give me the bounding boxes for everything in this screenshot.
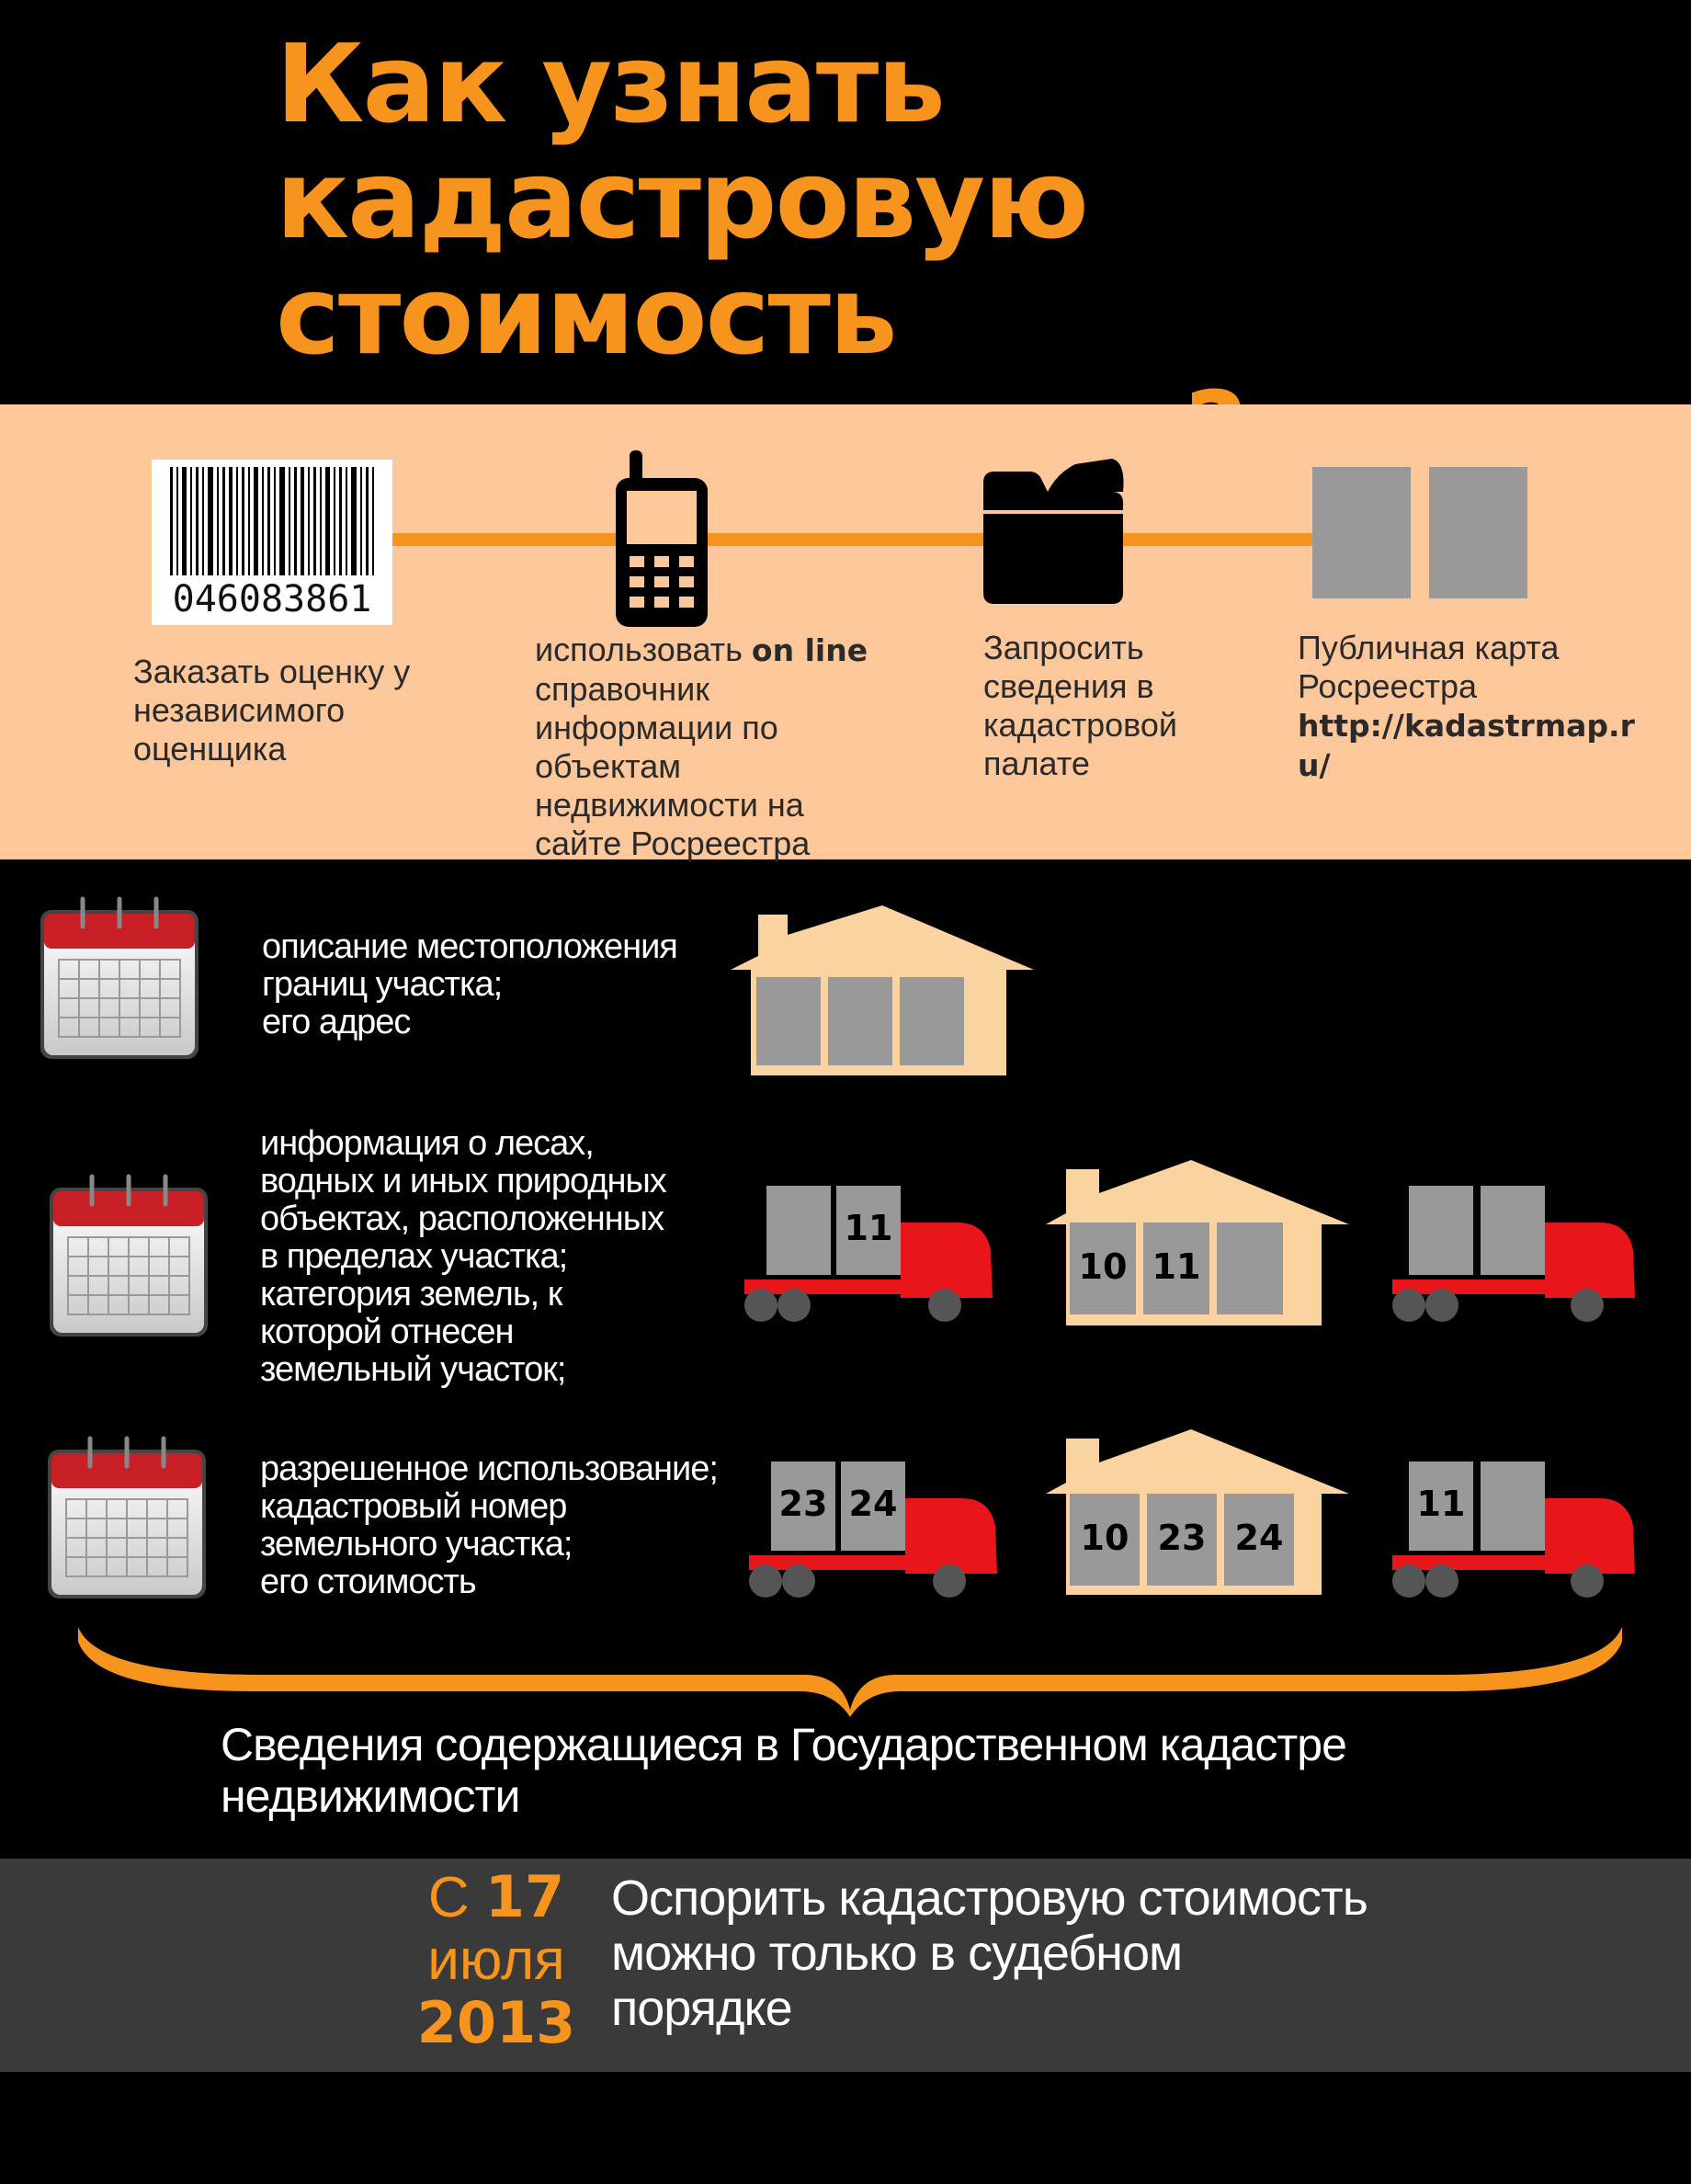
title-line-1: Как узнать кадастровую [276, 20, 1089, 263]
date-line: С 17 [404, 1866, 588, 1929]
date-month: июля [427, 1928, 565, 1992]
truck-shape [1392, 1186, 1635, 1322]
truck-icon: 11 [744, 1186, 1002, 1324]
method-online-line: справочник [535, 670, 709, 708]
house-unit-label: 11 [1152, 1246, 1201, 1287]
method-chamber-line: палате [983, 745, 1090, 782]
row-2-line: земельный участок; [260, 1350, 566, 1389]
map-link[interactable]: http://kadastrmap.r [1298, 706, 1665, 745]
notice-line: порядке [611, 1981, 793, 2036]
truck-cargo-label: 23 [778, 1484, 828, 1524]
method-chamber-line: сведения в [983, 667, 1154, 705]
house-shape [1046, 1429, 1349, 1595]
date-year: 2013 [416, 1989, 576, 2056]
row-3-line: земельного участка; [260, 1525, 573, 1564]
truck-shape [744, 1186, 993, 1322]
method-chamber-line: кадастровой [983, 706, 1177, 744]
method-map-line: Публичная карта [1298, 629, 1560, 666]
method-appraiser: Заказать оценку у независимого оценщика [133, 653, 482, 768]
map-link-part[interactable]: u/ [1298, 747, 1331, 783]
map-block-icon [1312, 467, 1411, 598]
row-1-line: его адрес [262, 1003, 411, 1041]
barcode-bars [170, 467, 374, 575]
row-2-line: объектах, расположенных [260, 1200, 664, 1238]
method-map-line: Росреестра [1298, 667, 1478, 705]
row-2-text: информация о лесах, водных и иных природ… [260, 1125, 738, 1389]
mobile-phone-icon [616, 450, 708, 627]
title-line-2: стоимость [276, 252, 898, 379]
truck-icon: 11 [1392, 1462, 1640, 1599]
calendar-icon [28, 890, 211, 1074]
notice-band [0, 1859, 1691, 2072]
method-online-line: информации по [535, 709, 778, 746]
house-unit-label: 10 [1080, 1518, 1129, 1558]
method-online-line: использовать on line [535, 631, 921, 670]
house-unit-label: 23 [1157, 1518, 1207, 1558]
row-1-text: описание местоположения границ участка; … [262, 928, 740, 1041]
method-online-line: объектам [535, 747, 681, 785]
summary-line: недвижимости [221, 1770, 520, 1822]
truck-shape [749, 1462, 997, 1598]
truck-icon [1392, 1186, 1640, 1324]
method-appraiser-line: Заказать оценку у [133, 653, 411, 690]
row-2-line: в пределах участка; [260, 1237, 568, 1276]
house-shape [1046, 1160, 1349, 1325]
method-online: использовать on line справочник информац… [535, 631, 921, 863]
row-1-line: границ участка; [262, 965, 503, 1004]
notice-line: Оспорить кадастровую стоимость [611, 1871, 1368, 1926]
curly-brace-icon [78, 1627, 1622, 1717]
notice-text: Оспорить кадастровую стоимость можно тол… [611, 1871, 1650, 2036]
row-1-line: описание местоположения [262, 927, 678, 966]
house-icon: 10 23 24 [1046, 1429, 1349, 1595]
summary-line: Сведения содержащиеся в Государственном … [221, 1719, 1347, 1770]
truck-cargo-label: 24 [848, 1484, 898, 1524]
house-icon: 10 11 [1046, 1160, 1349, 1325]
row-3-line: разрешенное использование; [260, 1450, 719, 1488]
house-unit-label: 24 [1234, 1518, 1284, 1558]
date-prefix: С [427, 1866, 470, 1929]
row-3-line: его стоимость [260, 1563, 477, 1601]
map-block-icon [1429, 467, 1527, 598]
calendar-icon [35, 1429, 219, 1613]
truck-cargo-label: 11 [1416, 1484, 1466, 1524]
date-block: С 17 июля 2013 [404, 1866, 588, 2055]
row-2-line: категория земель, к [260, 1275, 562, 1314]
house-icon [731, 905, 1034, 1075]
map-link[interactable]: u/ [1298, 745, 1665, 785]
row-3-text: разрешенное использование; кадастровый н… [260, 1450, 756, 1601]
method-appraiser-line: независимого [133, 691, 346, 729]
house-unit-label: 10 [1078, 1246, 1128, 1287]
truck-shape [1392, 1462, 1635, 1598]
row-2-line: которой отнесен [260, 1313, 514, 1351]
method-map: Публичная карта Росреестра http://kadast… [1298, 629, 1665, 785]
row-2-line: водных и иных природных [260, 1162, 667, 1200]
notice-line: можно только в судебном [611, 1926, 1183, 1981]
method-online-bold: on line [751, 632, 868, 668]
barcode-number: 046083861 [172, 578, 372, 620]
method-appraiser-line: оценщика [133, 730, 287, 768]
method-chamber-line: Запросить [983, 629, 1144, 666]
method-online-text: использовать [535, 631, 752, 668]
connector-line [230, 533, 1351, 546]
map-link-part[interactable]: http://kadastrmap.r [1298, 708, 1635, 744]
method-online-line: сайте Росреестра [535, 825, 811, 862]
folder-icon [983, 459, 1124, 604]
summary-caption: Сведения содержащиеся в Государственном … [221, 1719, 1507, 1822]
method-online-line: недвижимости на [535, 786, 804, 824]
row-3-line: кадастровый номер [260, 1487, 567, 1526]
truck-cargo-label: 11 [844, 1208, 893, 1248]
date-day: 17 [484, 1863, 565, 1930]
truck-icon: 23 24 [749, 1462, 1006, 1599]
method-chamber: Запросить сведения в кадастровой палате [983, 629, 1259, 783]
barcode-icon: 046083861 [152, 460, 392, 625]
row-2-line: информация о лесах, [260, 1124, 595, 1163]
calendar-icon [37, 1167, 221, 1351]
